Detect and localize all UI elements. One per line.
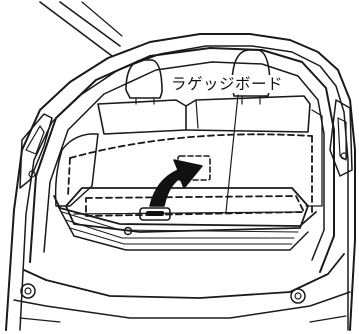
tailgate-strut [40, 2, 122, 56]
luggage-board-callout-label: ラゲッジボード [170, 75, 284, 93]
cargo-side-panel [56, 110, 322, 206]
callout-leader-line [226, 95, 238, 212]
lift-arrow [150, 160, 202, 206]
rear-bumper [14, 254, 350, 322]
rear-sill [54, 196, 316, 250]
rear-seatback [98, 96, 310, 134]
